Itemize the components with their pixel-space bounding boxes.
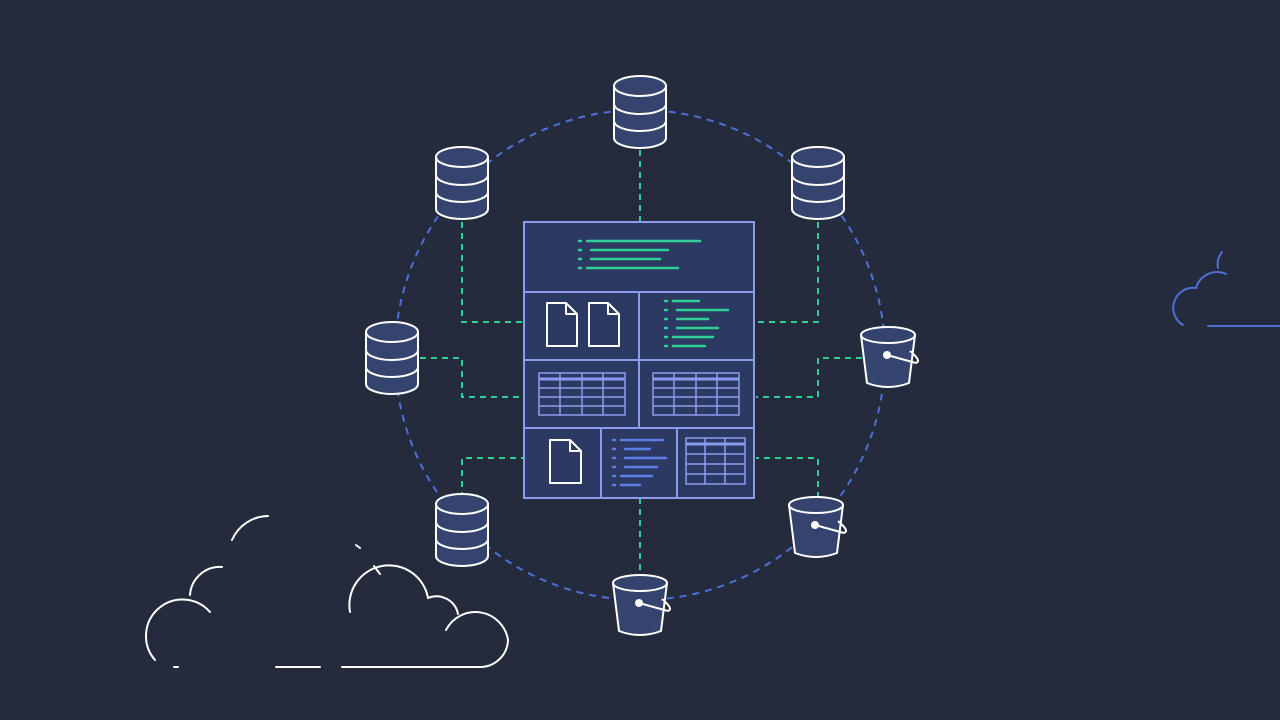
code-lines-bottom: [611, 438, 668, 487]
database-icon: [435, 146, 489, 220]
connector-middle-left: [420, 357, 524, 398]
document-icon: [549, 439, 582, 484]
bucket-icon: [788, 496, 847, 558]
database-icon: [791, 146, 845, 220]
code-lines-right: [663, 299, 730, 348]
bucket-icon: [860, 326, 919, 388]
table-icon: [685, 437, 746, 485]
node-database-middle-left: [365, 321, 419, 395]
node-database-upper-left: [435, 146, 489, 220]
node-bucket-lower-right: [788, 496, 847, 558]
bucket-icon: [612, 574, 671, 636]
cloud-outline-right: [1172, 251, 1280, 327]
connectors: [420, 150, 862, 575]
connector-lower-left: [461, 457, 524, 520]
connector-lower-right: [756, 457, 819, 498]
database-icon: [613, 75, 667, 149]
table-icon: [652, 372, 740, 416]
header-code-lines: [577, 239, 702, 270]
document-icon: [588, 302, 620, 347]
node-bucket-bottom: [612, 574, 671, 636]
database-icon: [435, 493, 489, 567]
document-icon: [546, 302, 578, 347]
table-icon: [538, 372, 626, 416]
database-icon: [365, 321, 419, 395]
central-data-panel: [523, 221, 755, 499]
node-database-upper-right: [791, 146, 845, 220]
connector-right-upper: [756, 357, 862, 398]
node-bucket-right-upper: [860, 326, 919, 388]
node-database-lower-left: [435, 493, 489, 567]
connector-upper-right: [756, 222, 819, 323]
cloud-outline-left: [145, 515, 510, 668]
node-database-top: [613, 75, 667, 149]
connector-upper-left: [461, 222, 524, 323]
